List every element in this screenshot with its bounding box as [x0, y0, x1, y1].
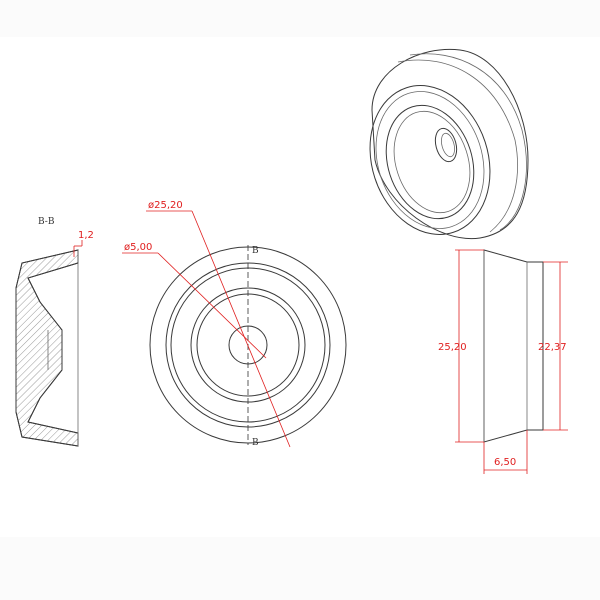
- isometric-view: [369, 48, 529, 240]
- iso-hole: [434, 127, 458, 163]
- iso-front-rim: [375, 91, 485, 229]
- drawing-sheet: [0, 37, 600, 537]
- section-outer-profile: [15, 249, 79, 447]
- iso-outer-body: [371, 48, 529, 240]
- width-label: 6,50: [494, 457, 516, 468]
- cut-marker-top: B: [252, 246, 259, 256]
- iso-bowl-inner: [393, 110, 471, 214]
- iso-back-rim-2: [397, 59, 518, 233]
- outer-diameter-label: ø25,20: [148, 200, 183, 211]
- left-height-label: 25,20: [438, 342, 467, 353]
- iso-back-rim: [409, 53, 527, 231]
- side-profile: [483, 249, 544, 443]
- section-label: B-B: [38, 217, 55, 227]
- hole-diameter-label: ø5,00: [124, 242, 152, 253]
- hole-dia-leader: [157, 252, 267, 359]
- side-view: 25,20 22,37 6,50: [438, 249, 568, 474]
- front-view: B B ø25,20 ø5,00: [122, 200, 347, 448]
- iso-hole-inner: [441, 132, 455, 158]
- section-hatch: [15, 249, 79, 447]
- iso-front-face: [369, 85, 491, 235]
- cut-marker-bottom: B: [252, 438, 259, 448]
- thickness-label: 1,2: [78, 230, 94, 241]
- iso-bowl: [385, 104, 475, 220]
- right-height-label: 22,37: [538, 342, 567, 353]
- section-view-b-b: B-B 1,2: [15, 217, 94, 447]
- outer-dia-leader: [191, 210, 291, 448]
